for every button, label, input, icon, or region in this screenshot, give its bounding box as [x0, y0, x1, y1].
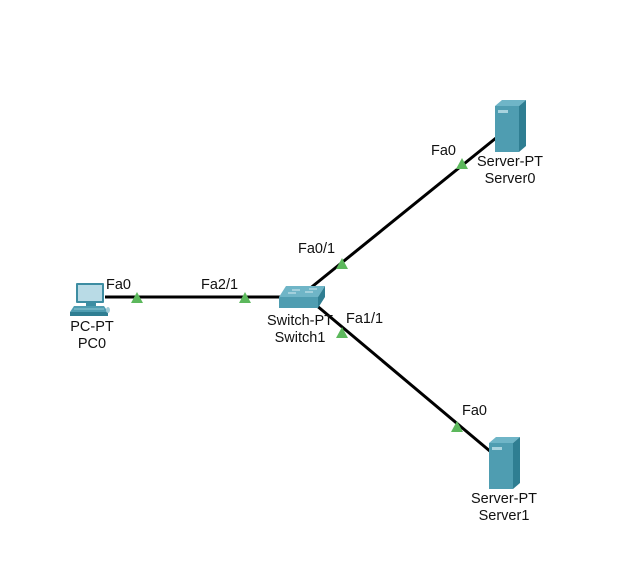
link-switch1-server0[interactable]: [307, 136, 497, 292]
link-status-up-icon: [451, 421, 463, 432]
link-status-up-icon: [131, 292, 143, 303]
switch-icon[interactable]: [279, 286, 325, 308]
port-label-server0-fa0: Fa0: [431, 143, 456, 159]
server-icon[interactable]: [495, 100, 526, 152]
link-status-up-icon: [239, 292, 251, 303]
port-label-server1-fa0: Fa0: [462, 403, 487, 419]
link-status-up-icon: [456, 158, 468, 169]
port-label-pc0-fa0: Fa0: [106, 277, 131, 293]
link-status-up-icon: [336, 327, 348, 338]
device-name: Server0: [484, 171, 536, 187]
device-label-switch1: Switch-PT Switch1: [260, 313, 340, 347]
port-label-switch1-fa2-1: Fa2/1: [201, 277, 239, 293]
port-label-switch1-fa0-1: Fa0/1: [298, 241, 336, 257]
link-switch1-server1[interactable]: [309, 298, 492, 454]
pc-icon[interactable]: [70, 283, 110, 316]
device-name: Server1: [478, 508, 530, 524]
device-model: Server-PT: [476, 154, 544, 170]
device-model: PC-PT: [70, 319, 114, 335]
device-name: PC0: [77, 336, 107, 352]
device-label-server1: Server-PT Server1: [464, 491, 544, 525]
device-name: Switch1: [274, 330, 326, 346]
link-status-up-icon: [336, 258, 348, 269]
device-model: Switch-PT: [266, 313, 334, 329]
device-model: Server-PT: [470, 491, 538, 507]
server-icon[interactable]: [489, 437, 520, 489]
device-label-pc0: PC-PT PC0: [62, 319, 122, 353]
port-label-switch1-fa1-1: Fa1/1: [346, 311, 384, 327]
device-label-server0: Server-PT Server0: [470, 154, 550, 188]
